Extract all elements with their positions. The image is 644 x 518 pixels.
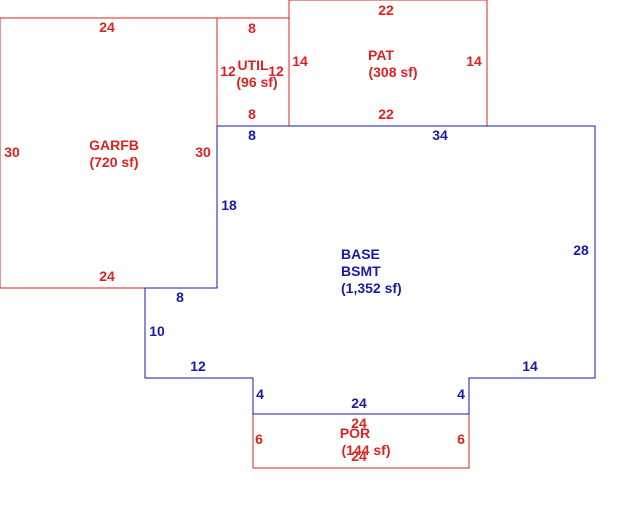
garfb-size: (720 sf) (89, 154, 138, 170)
util-dim-left: 12 (220, 63, 236, 79)
base-dim-notch-left: 4 (256, 386, 264, 402)
garfb-dim-left: 30 (4, 144, 20, 160)
base-dim-bottom: 24 (351, 395, 367, 411)
por-dim-top: 24 (351, 415, 367, 431)
util-dim-top: 8 (248, 20, 256, 36)
por-dim-right: 6 (457, 431, 465, 447)
pat-dim-bottom: 22 (378, 106, 394, 122)
garfb-name: GARFB (89, 137, 139, 153)
pat-dim-left: 14 (292, 53, 308, 69)
base-dim-notch-right: 4 (457, 386, 465, 402)
util-name: UTIL (237, 57, 269, 73)
base-dim-lower-right: 14 (522, 358, 538, 374)
pat-dim-top: 22 (378, 2, 394, 18)
garfb-dim-right: 30 (195, 144, 211, 160)
pat-name: PAT (368, 47, 394, 63)
por-dim-left: 6 (255, 431, 263, 447)
por-dim-bottom: 24 (351, 448, 367, 464)
pat-dim-right: 14 (466, 53, 482, 69)
base-dim-top: 34 (432, 127, 448, 143)
base-sub: BSMT (341, 263, 381, 279)
util-dim-right: 12 (268, 63, 284, 79)
base-dim-left-upper: 18 (221, 197, 237, 213)
base-dim-left-lower: 10 (149, 323, 165, 339)
base-size: (1,352 sf) (341, 280, 402, 296)
base-dim-lower-left: 12 (190, 358, 206, 374)
util-dim-bottom: 8 (248, 106, 256, 122)
por-size: (144 sf) (341, 442, 390, 458)
garfb-outline (0, 17, 218, 289)
util-size: (96 sf) (236, 74, 277, 90)
base-dim-right: 28 (573, 242, 589, 258)
por-name: POR (340, 425, 370, 441)
base-dim-top-left: 8 (248, 127, 256, 143)
base-name: BASE (341, 246, 380, 262)
base-dim-step-top: 8 (176, 289, 184, 305)
garfb-dim-bottom: 24 (99, 268, 115, 284)
pat-size: (308 sf) (368, 64, 417, 80)
garfb-dim-top: 24 (99, 19, 115, 35)
base-outline (144, 125, 596, 415)
